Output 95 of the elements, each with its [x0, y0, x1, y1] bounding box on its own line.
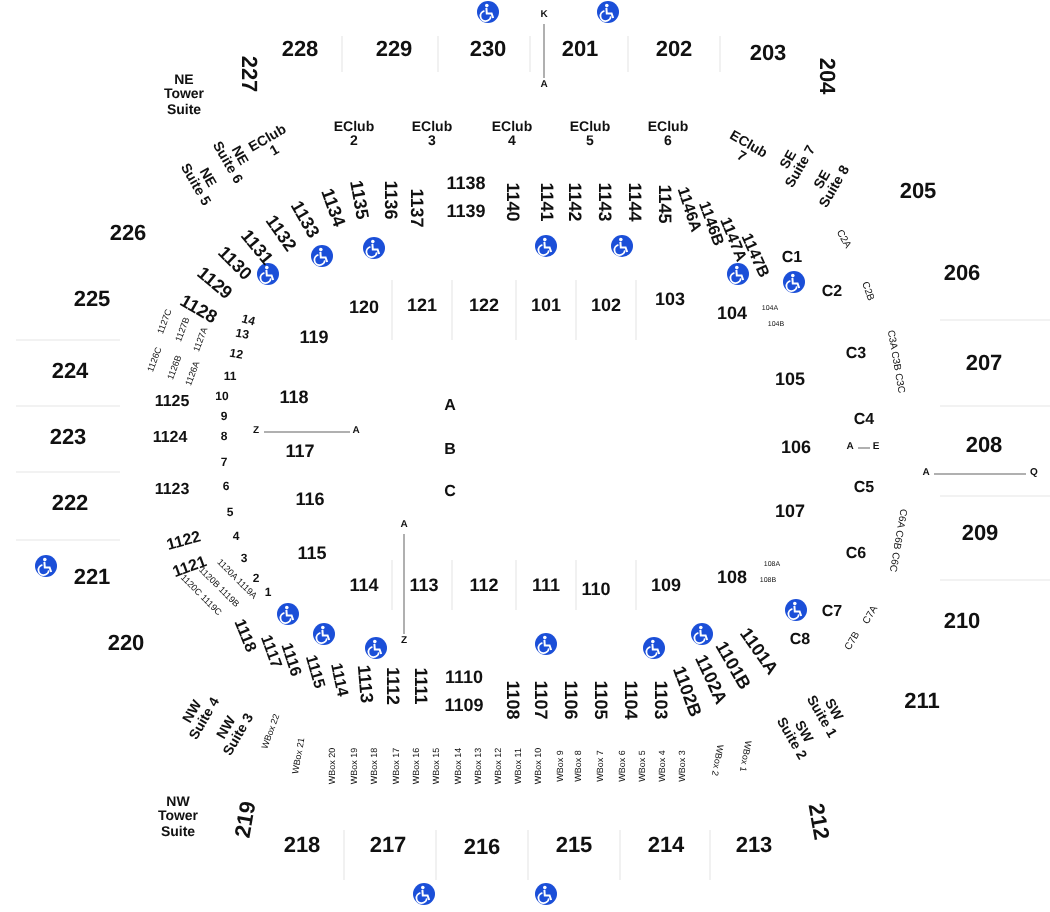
- section-label: 208: [965, 436, 1003, 460]
- section-label: 223: [49, 428, 87, 452]
- section-label: C4: [853, 411, 875, 429]
- section-label: 215: [555, 836, 593, 860]
- section-label: 105: [774, 370, 806, 390]
- row-letter: B: [444, 441, 456, 459]
- section-label: 1142: [564, 182, 584, 222]
- section-label: 111: [531, 576, 561, 596]
- section-label: 120: [348, 298, 380, 318]
- section-label: 1140: [502, 182, 522, 222]
- section-label: 110: [581, 580, 611, 600]
- section-label: C2: [821, 283, 843, 301]
- section-label: 204: [812, 57, 836, 95]
- section-label: 207: [965, 354, 1003, 378]
- section-label: 218: [283, 836, 321, 860]
- section-label: 113: [409, 576, 439, 596]
- section-label: 203: [749, 44, 787, 68]
- section-label: 227: [234, 55, 258, 93]
- section-label: 115: [297, 544, 327, 564]
- section-label: 1136: [380, 180, 400, 220]
- section-label: 229: [375, 40, 413, 64]
- row-letter: C: [444, 483, 456, 501]
- section-label: 205: [899, 182, 937, 206]
- section-label: 1106: [560, 680, 580, 720]
- section-label: 1110: [444, 668, 484, 688]
- section-label: 103: [654, 290, 686, 310]
- section-label: 106: [780, 438, 812, 458]
- section-label: 107: [774, 502, 806, 522]
- section-label: 1112: [382, 666, 402, 706]
- section-label: 109: [650, 576, 682, 596]
- section-label: 121: [406, 296, 438, 316]
- section-label: 1115: [302, 653, 327, 691]
- section-label: 1103: [650, 680, 670, 720]
- section-label: 1107: [530, 680, 550, 720]
- section-label: 1111: [410, 667, 430, 705]
- section-label: 225: [73, 290, 111, 314]
- section-label: 118: [279, 388, 309, 408]
- section-label: 117: [285, 442, 315, 462]
- section-label: 1108: [502, 680, 522, 720]
- section-label: 222: [51, 494, 89, 518]
- section-label: 1124: [152, 429, 188, 447]
- section-label: 1125: [154, 393, 190, 411]
- section-label: 102: [590, 296, 622, 316]
- section-label: 230: [469, 40, 507, 64]
- section-label: 210: [943, 612, 981, 636]
- section-label: 1138: [446, 174, 486, 194]
- section-label: 1105: [590, 680, 610, 720]
- section-label: C7: [821, 603, 843, 621]
- section-label: 1145: [654, 184, 674, 224]
- section-label: 221: [73, 568, 111, 592]
- section-label: C6: [845, 545, 867, 563]
- section-label: 1114: [326, 661, 350, 699]
- section-label: 1134: [317, 186, 348, 230]
- section-label: 228: [281, 40, 319, 64]
- section-label: C5: [853, 479, 875, 497]
- section-label: 1137: [406, 188, 426, 228]
- section-label: 1143: [594, 182, 614, 222]
- section-label: 1123: [154, 481, 190, 499]
- section-label: 1135: [346, 179, 371, 221]
- section-label: 116: [295, 490, 325, 510]
- section-label: 217: [369, 836, 407, 860]
- section-label: 209: [961, 524, 999, 548]
- section-label: 1117: [256, 633, 284, 671]
- section-label: 122: [468, 296, 500, 316]
- section-label: 1113: [352, 664, 376, 704]
- section-label: 114: [349, 576, 379, 596]
- section-label: 219: [233, 799, 263, 841]
- section-label: 220: [107, 634, 145, 658]
- section-label: 1104: [620, 680, 640, 720]
- section-label: 1109: [444, 696, 484, 716]
- section-label: 211: [904, 692, 940, 716]
- section-label: 216: [463, 838, 501, 862]
- section-label: 112: [469, 576, 499, 596]
- section-label: 201: [561, 40, 599, 64]
- section-label: 1139: [446, 202, 486, 222]
- section-label: C8: [789, 631, 811, 649]
- section-label: 1122: [165, 529, 203, 555]
- section-label: 104: [716, 304, 748, 324]
- section-label: 1118: [229, 617, 259, 655]
- section-label: 1146A: [672, 185, 704, 235]
- section-label: 213: [735, 836, 773, 860]
- section-label: 202: [655, 40, 693, 64]
- section-label: 224: [51, 362, 89, 386]
- section-label: 214: [647, 836, 685, 860]
- section-label: 101: [530, 296, 562, 316]
- section-label: 226: [109, 224, 147, 248]
- section-label: C3: [845, 345, 867, 363]
- section-label: 119: [299, 328, 329, 348]
- section-label: 1141: [536, 182, 556, 222]
- row-letter: A: [444, 397, 456, 415]
- section-label: 212: [801, 801, 831, 843]
- section-label: 206: [943, 264, 981, 288]
- section-label: 108: [716, 568, 748, 588]
- section-label: C1: [781, 249, 803, 267]
- section-label: 1144: [624, 182, 644, 222]
